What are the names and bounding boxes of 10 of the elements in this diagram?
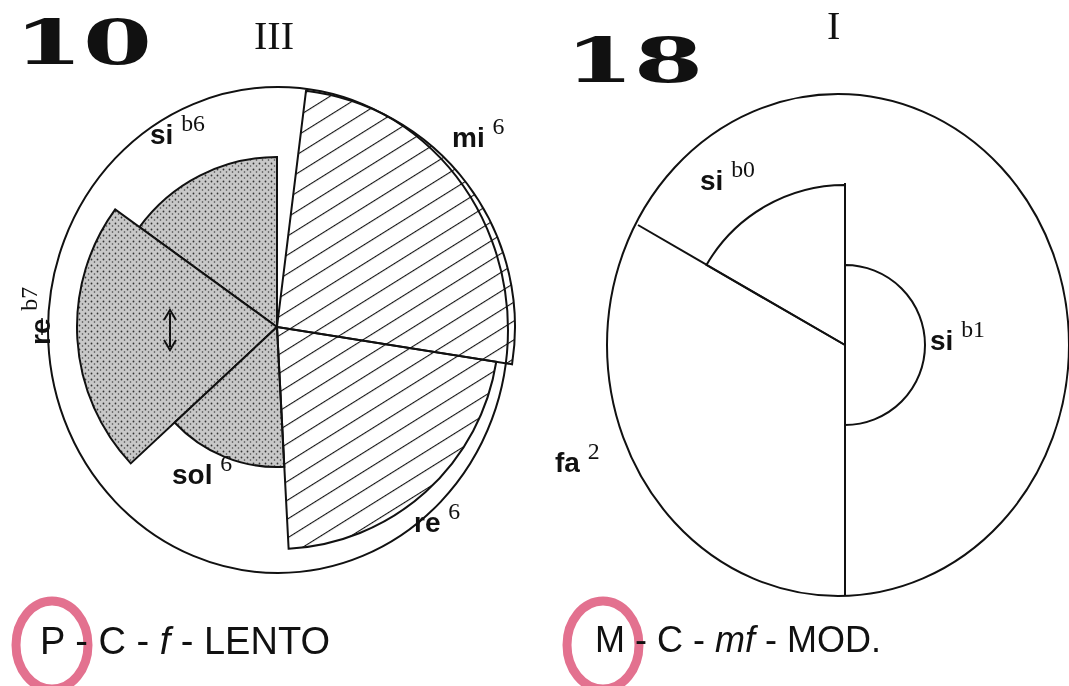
note-label: si $^{b6}$ bbox=[150, 112, 205, 150]
note-label: si $^{b0}$ bbox=[700, 158, 755, 196]
roman-numeral: I bbox=[827, 6, 841, 46]
note-label: fa $^{2}$ bbox=[555, 440, 600, 478]
note-label: si $^{b1}$ bbox=[930, 318, 985, 356]
figure-number: 18 bbox=[565, 30, 704, 92]
note-label: sol $^{6}$ bbox=[172, 452, 233, 490]
roman-numeral: III bbox=[254, 16, 294, 56]
note-label: mi $^{6}$ bbox=[452, 115, 505, 153]
figure-number: 10 bbox=[14, 12, 153, 74]
